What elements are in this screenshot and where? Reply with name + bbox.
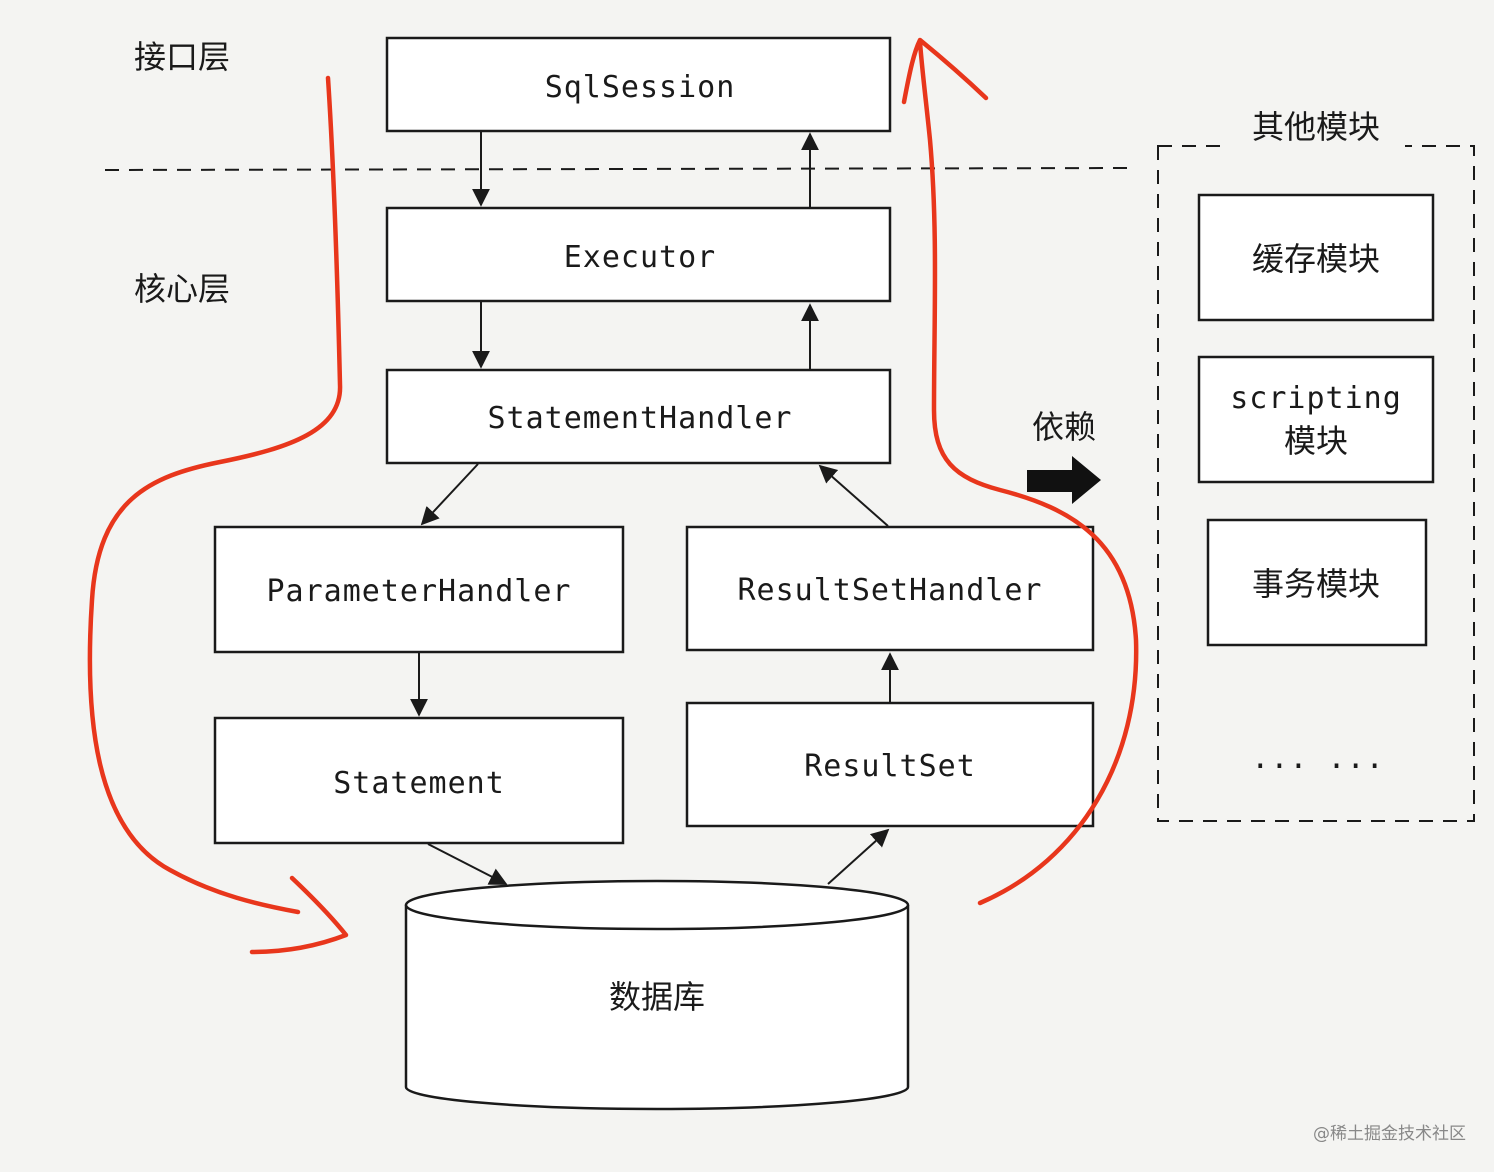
transaction-module-label: 事务模块 bbox=[1252, 565, 1380, 603]
statement-box bbox=[213, 716, 625, 845]
other-modules-title: 其他模块 bbox=[1252, 108, 1380, 146]
resultset-handler-box bbox=[685, 525, 1095, 652]
request-flow-down-curve bbox=[87, 75, 343, 915]
database-label: 数据库 bbox=[609, 978, 705, 1016]
arrow-statementhandler-to-parameterhandler bbox=[420, 463, 479, 526]
watermark: @稀土掘金技术社区 bbox=[1313, 1124, 1466, 1144]
arrow-resultsethandler-to-statementhandler bbox=[818, 464, 889, 527]
statement-handler-label: StatementHandler bbox=[488, 401, 793, 436]
database-cylinder bbox=[404, 879, 910, 1111]
dependency-arrow-icon bbox=[1027, 456, 1101, 504]
sqlsession-label: SqlSession bbox=[545, 70, 736, 105]
resultset-box bbox=[685, 701, 1095, 828]
interface-layer-label: 接口层 bbox=[134, 38, 230, 76]
parameter-handler-label: ParameterHandler bbox=[267, 574, 572, 609]
scripting-module-label: scripting bbox=[1230, 381, 1402, 416]
response-flow-up-curve bbox=[917, 39, 1139, 906]
parameter-handler-box bbox=[213, 525, 625, 654]
cache-module-box bbox=[1197, 193, 1435, 322]
transaction-module-box bbox=[1206, 518, 1428, 647]
resultset-handler-label: ResultSetHandler bbox=[738, 573, 1043, 608]
cache-module-label: 缓存模块 bbox=[1252, 240, 1380, 278]
group-title-backdrop bbox=[1225, 104, 1405, 154]
statement-label: Statement bbox=[333, 766, 505, 801]
scripting-module-sublabel: 模块 bbox=[1284, 422, 1348, 460]
arrow-statement-to-database bbox=[427, 843, 508, 885]
request-flow-arrowhead bbox=[249, 875, 349, 955]
executor-box bbox=[385, 206, 892, 303]
sqlsession-box bbox=[385, 36, 892, 133]
resultset-label: ResultSet bbox=[804, 749, 976, 784]
arrow-database-to-resultset bbox=[827, 828, 890, 885]
dependency-label: 依赖 bbox=[1032, 408, 1096, 446]
statement-handler-box bbox=[385, 368, 892, 465]
more-modules-ellipsis: ... ... bbox=[1251, 741, 1384, 776]
core-layer-label: 核心层 bbox=[134, 270, 230, 308]
executor-label: Executor bbox=[564, 240, 717, 275]
response-flow-arrowhead bbox=[901, 37, 989, 105]
layer-divider bbox=[104, 167, 1131, 171]
scripting-module-box bbox=[1197, 355, 1435, 484]
